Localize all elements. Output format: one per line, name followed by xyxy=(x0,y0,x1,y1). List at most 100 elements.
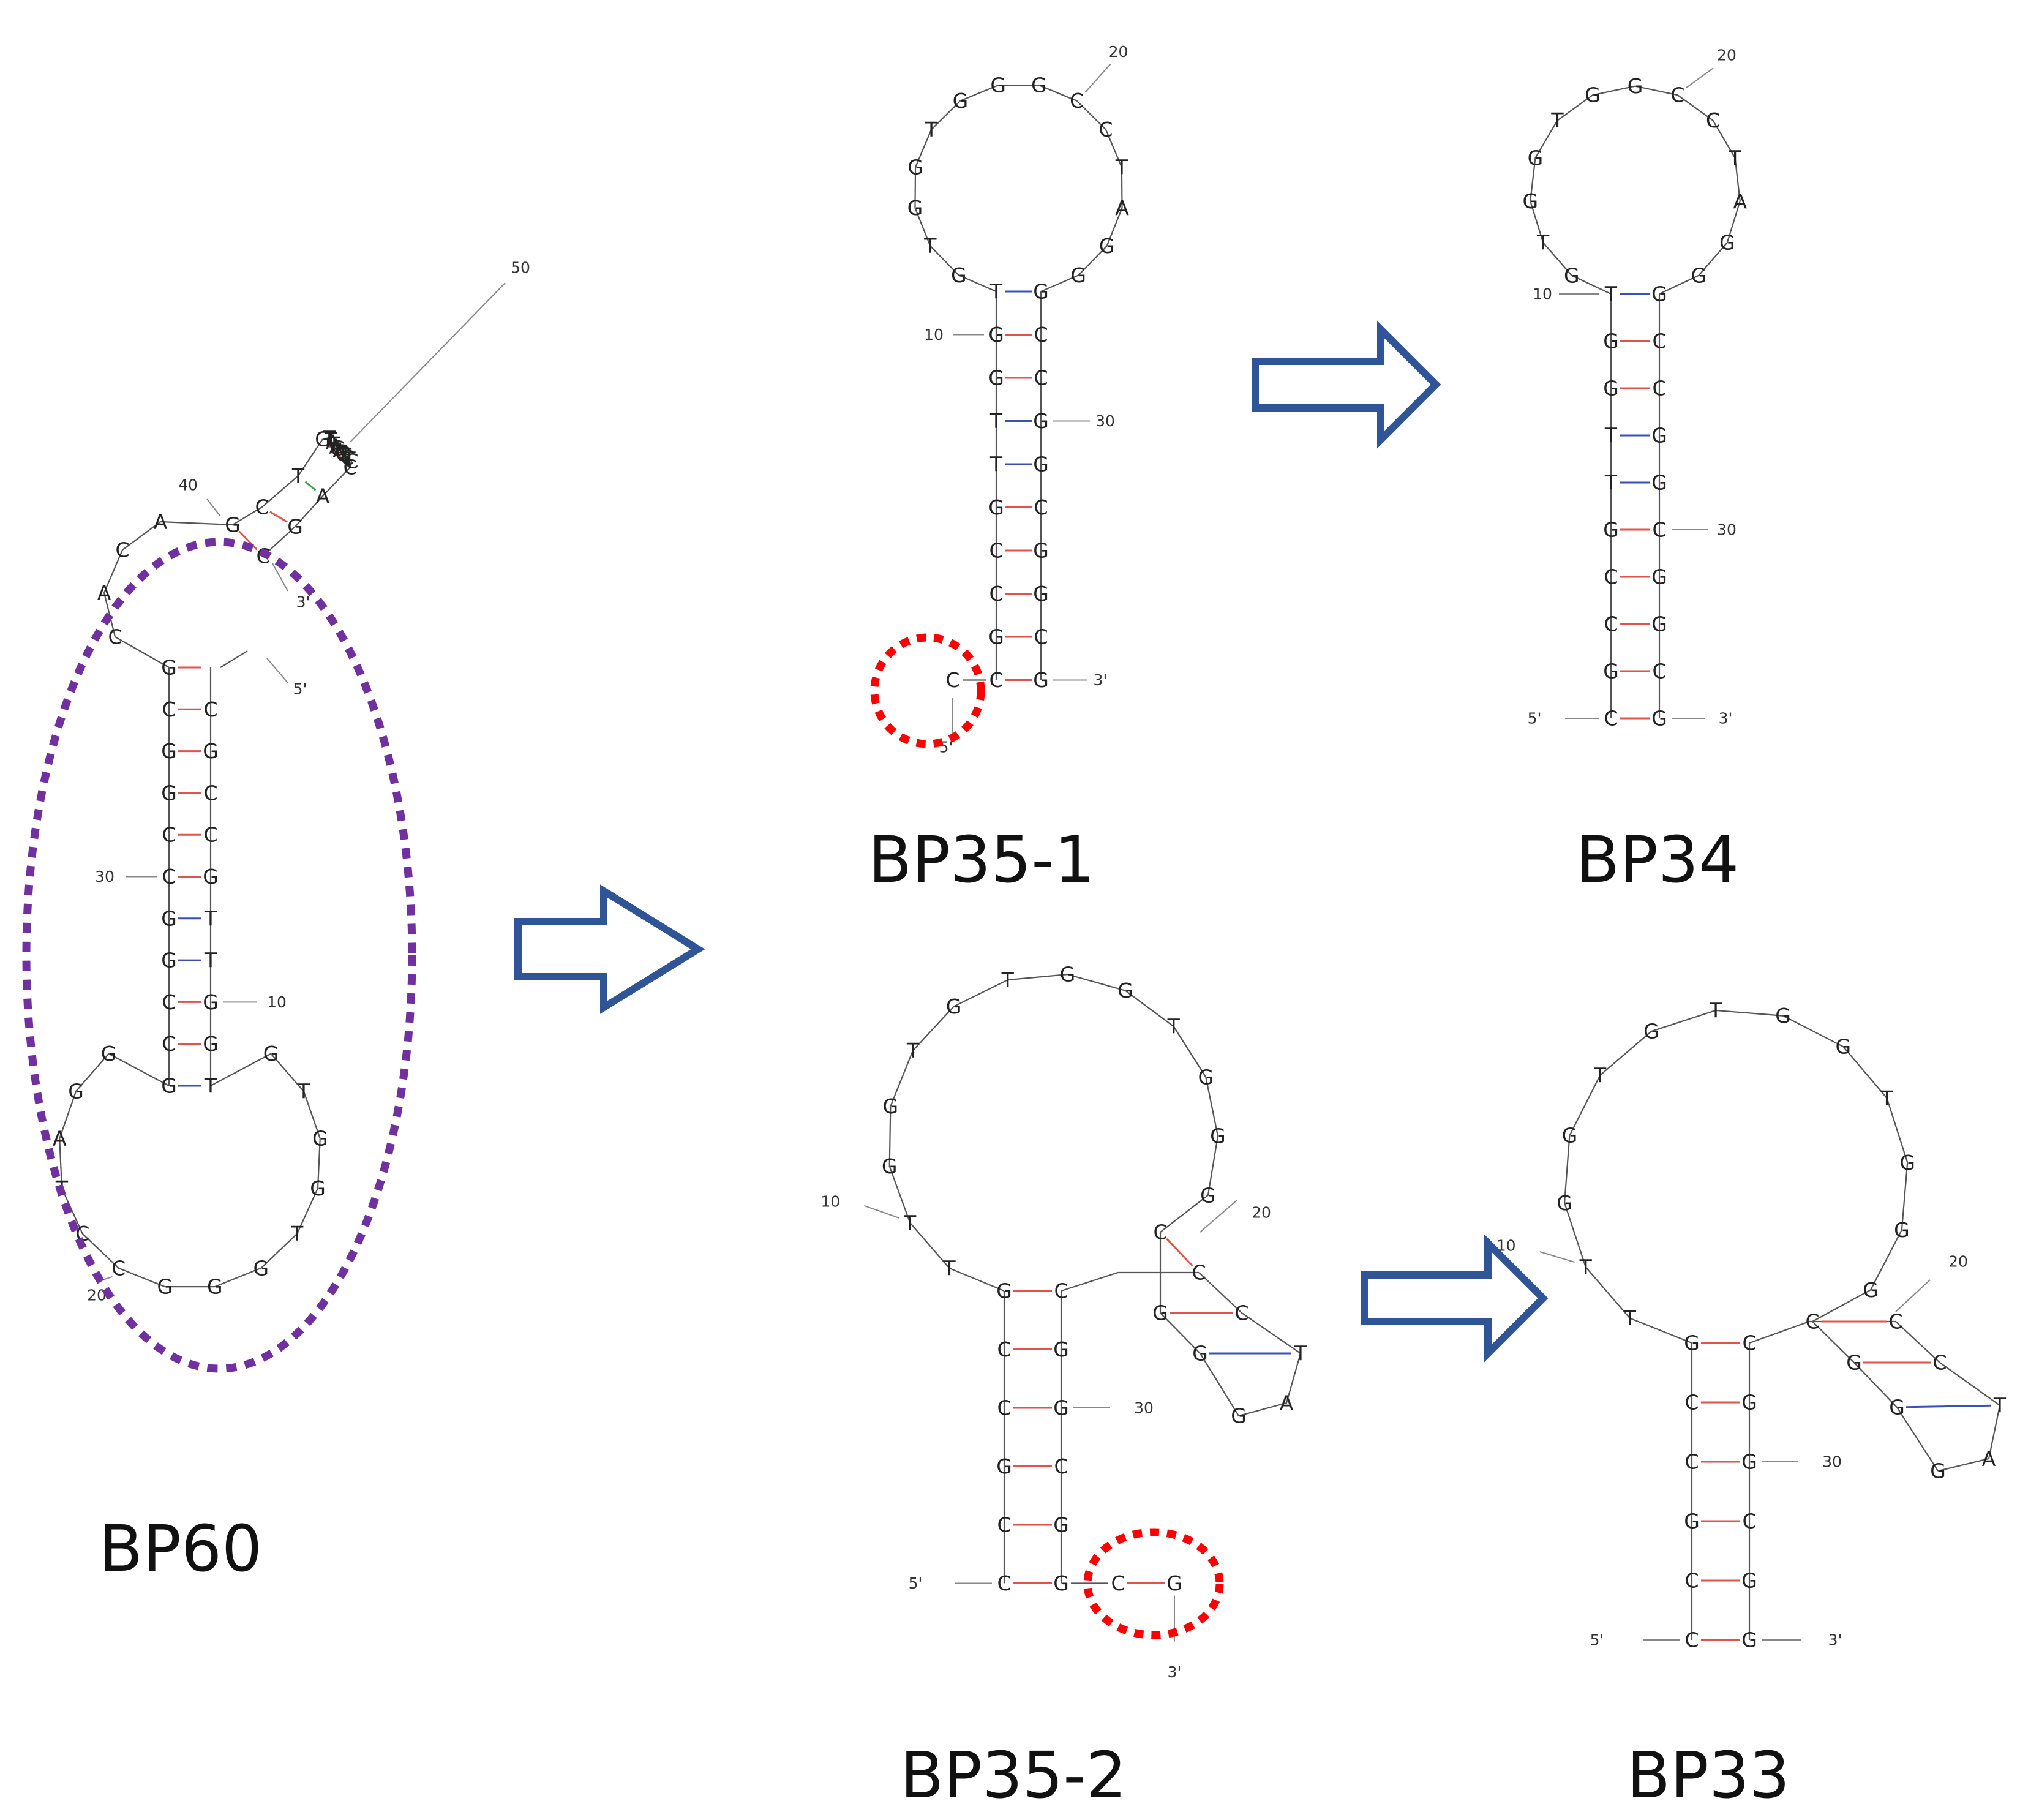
bp60-upper-strand-nt: T xyxy=(291,464,305,488)
bp35_2-hairpin-left-backbone xyxy=(1159,1232,1201,1354)
bp35_2-loop-nt: G xyxy=(883,1094,899,1118)
arrow-bp60-to-bp35 xyxy=(514,884,705,1014)
bp34-stem-left-nt: G xyxy=(1603,329,1619,353)
bp33-loop-nt: G xyxy=(1863,1278,1879,1302)
bp35_1-stem-right-nt: G xyxy=(1033,582,1049,606)
bp35-2-dangling-nt: G xyxy=(1166,1571,1182,1595)
bp34-loop-nt: G xyxy=(1522,189,1538,213)
bp35_1-loop-nt: G xyxy=(907,196,923,220)
bp33-loop-nt: T xyxy=(1623,1306,1637,1330)
bp34-position-30: 30 xyxy=(1717,521,1737,539)
bp35_2-junction-backbone xyxy=(1061,1271,1199,1292)
bp60-stem-left-nt: G xyxy=(161,949,177,972)
bp33-loop-nt: G xyxy=(1562,1124,1578,1148)
bp34-stem-right-nt: C xyxy=(1652,329,1666,353)
bp60-stem-left-nt: C xyxy=(162,823,176,847)
bp35_1-stem-right-nt: G xyxy=(1033,453,1049,476)
bp35_1-stem-right-nt: G xyxy=(1033,280,1049,304)
bp34-loop-nt: G xyxy=(1585,83,1601,107)
bp60-position-20: 20 xyxy=(87,1287,107,1304)
bp60-five-prime-tick xyxy=(266,658,288,683)
bp60-upper-strand-nt: G xyxy=(225,513,241,537)
bp60-truncation-region-outline xyxy=(22,538,416,1373)
bp60-stem-right-nt: T xyxy=(204,949,217,972)
bp35-1-position-10: 10 xyxy=(924,326,944,344)
bp33-stem-right-nt: G xyxy=(1741,1628,1757,1652)
bp35_2-hairpin-pair xyxy=(1166,1238,1193,1267)
bp35_1-loop-nt: G xyxy=(1070,263,1086,287)
label-bp33: BP33 xyxy=(1627,1738,1790,1813)
bp34-loop-nt: A xyxy=(1733,189,1747,213)
backbone-layer xyxy=(59,63,2001,1642)
bp60-upper-loop-nt: G xyxy=(330,437,346,461)
bp34-stem-right-nt: C xyxy=(1652,518,1666,542)
bp35_1-stem-left-nt: C xyxy=(989,582,1003,606)
bp35-2-dangling-nt: C xyxy=(1111,1571,1125,1595)
bp60-five-prime-backbone xyxy=(220,650,248,668)
bp60-loop-nt: A xyxy=(53,1127,67,1151)
bp60-upper-pair xyxy=(269,511,288,523)
bp35_2-stem-right-nt: C xyxy=(1054,1279,1068,1303)
bp35_2-loop-backbone xyxy=(888,973,1219,1292)
bp34-five-prime-label: 5' xyxy=(1528,710,1542,728)
bp33-hairpin-right-nt: A xyxy=(1982,1447,1996,1471)
bp33-hairpin-pair xyxy=(1905,1404,1991,1408)
bp35_1-loop-nt: G xyxy=(951,263,967,287)
bp34-number-tick xyxy=(1686,67,1714,89)
bp33-number-tick xyxy=(1895,1279,1931,1312)
bp60-stem-left-nt: G xyxy=(161,906,177,930)
bp60-upper-loop-nt: A xyxy=(326,431,340,454)
bp35_1-stem-right-nt: G xyxy=(1033,539,1049,563)
bp35_1-loop-nt: C xyxy=(1098,118,1113,141)
bp34-stem-left-nt: T xyxy=(1604,424,1618,448)
bp35_1-stem-left-nt: G xyxy=(988,625,1004,649)
bp60-stem-right-nt: G xyxy=(203,739,219,763)
bp35_1-stem-left-nt: T xyxy=(989,453,1003,476)
bp34-stem-right-nt: G xyxy=(1651,565,1667,589)
bp35_2-loop-nt: G xyxy=(1117,979,1133,1002)
bp60-five-prime-label: 5' xyxy=(293,680,307,698)
bp33-loop-nt: G xyxy=(1894,1218,1910,1242)
bp34-stem-left-nt: G xyxy=(1603,518,1619,542)
label-bp35-2: BP35-2 xyxy=(900,1738,1127,1813)
bp35_2-stem-left-nt: C xyxy=(997,1513,1011,1537)
bp35_1-stem-right-nt: C xyxy=(1034,323,1048,347)
bp60-position-10: 10 xyxy=(267,993,287,1011)
bp60-loop-nt: G xyxy=(263,1042,279,1066)
bp60-position-40: 40 xyxy=(178,476,198,494)
bp35_1-stem-right-nt: G xyxy=(1033,668,1049,692)
bp35_2-stem-left-nt: C xyxy=(997,1337,1011,1361)
bp34-loop-nt: G xyxy=(1628,74,1643,98)
bp60-stem-left-nt: C xyxy=(162,990,176,1014)
bp35-2-five-prime-label: 5' xyxy=(909,1574,923,1592)
bp33-loop-backbone xyxy=(1563,1009,1909,1344)
bp60-loop-nt: G xyxy=(310,1176,326,1200)
bp35_1-stem-left-nt: G xyxy=(988,495,1004,519)
bp33-hairpin-right-nt: C xyxy=(1888,1310,1902,1334)
bp35_1-loop-nt: T xyxy=(925,118,938,141)
bp60-upper-loop-nt: A xyxy=(329,434,343,458)
bp33-stem-right-nt: G xyxy=(1741,1391,1757,1415)
bp60-bottom-loop-backbone xyxy=(59,1053,321,1288)
bp35_2-hairpin-right-nt: A xyxy=(1280,1391,1294,1415)
bp34-loop-nt: G xyxy=(1528,146,1544,170)
bp35-1-position-30: 30 xyxy=(1095,412,1115,430)
bp34-loop-nt: C xyxy=(1706,108,1720,132)
bp35_1-stem-left-nt: G xyxy=(988,366,1004,390)
bp35_2-stem-left-nt: C xyxy=(997,1571,1011,1595)
bp35_2-hairpin-right-nt: T xyxy=(1294,1342,1307,1366)
bp60-upper-loop-nt: C xyxy=(334,440,348,464)
bp35_2-hairpin-right-nt: C xyxy=(1234,1301,1248,1325)
bp60-stem-right-nt: C xyxy=(203,698,217,721)
bp33-loop-nt: G xyxy=(1556,1191,1572,1215)
bp60-loop-nt: G xyxy=(312,1127,328,1151)
bp33-loop-nt: T xyxy=(1709,998,1722,1022)
bp33-loop-nt: G xyxy=(1775,1004,1791,1028)
bp33-stem-left-nt: C xyxy=(1684,1569,1699,1593)
bp60-upper-loop-nt: A xyxy=(332,438,347,462)
bp35_2-loop-nt: T xyxy=(1001,968,1015,992)
bp60-upper-strand-nt: G xyxy=(315,427,331,451)
bp33-hairpin-left-nt: G xyxy=(1846,1351,1862,1375)
bp35_2-hairpin-right-nt: C xyxy=(1192,1261,1206,1285)
